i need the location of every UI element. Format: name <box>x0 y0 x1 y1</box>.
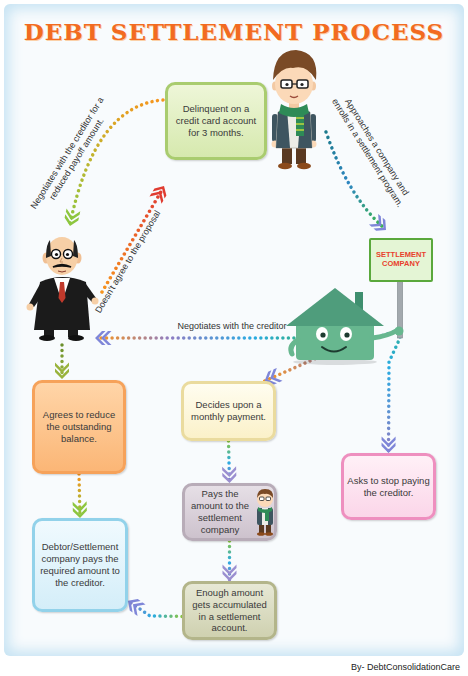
sign-board: SETTLEMENT COMPANY <box>369 238 433 282</box>
node-text: Enough amount gets accumulated in a sett… <box>188 587 271 635</box>
arrow-head <box>223 565 237 582</box>
process-box: Delinquent on a credit card account for … <box>165 82 267 160</box>
arrow-head <box>73 501 87 518</box>
process-box: Asks to stop paying the creditor. <box>341 453 436 520</box>
connector <box>222 441 236 483</box>
node-text: Agrees to reduce the outstanding balance… <box>38 409 120 445</box>
watermark: By- DebtConsolidationCare <box>351 662 460 673</box>
arrow-head <box>369 214 391 235</box>
connector <box>223 541 237 581</box>
arrow-head <box>63 208 80 227</box>
connector <box>73 474 87 518</box>
process-box: Enough amount gets accumulated in a sett… <box>182 581 277 640</box>
process-box: Agrees to reduce the outstanding balance… <box>32 380 126 474</box>
node-text: Debtor/Settlement company pays the requi… <box>38 541 122 589</box>
arrow-label: Negotiates with the creditor <box>152 321 312 332</box>
process-box: Decides upon a monthly payment. <box>181 381 276 441</box>
node-text: SETTLEMENT COMPANY <box>372 251 430 268</box>
dotted-line <box>102 190 162 292</box>
arrow-heads <box>55 182 391 379</box>
node-text: Asks to stop paying the creditor. <box>347 475 430 499</box>
process-box: Debtor/Settlement company pays the requi… <box>32 518 128 612</box>
settlement-company-house <box>286 280 404 365</box>
arrow-head <box>222 466 236 483</box>
diagram-title: DEBT SETTLEMENT PROCESS <box>0 18 468 45</box>
debtor-character <box>272 50 317 169</box>
node-text: Pays the amount to the settlement compan… <box>188 488 252 536</box>
node-text: Decides upon a monthly payment. <box>187 399 270 423</box>
node-text: Delinquent on a credit card account for … <box>171 103 261 139</box>
creditor-character <box>27 237 99 341</box>
dotted-line <box>265 282 400 381</box>
connector <box>124 595 182 616</box>
arrow-head <box>95 331 112 345</box>
arrow-head <box>382 436 396 453</box>
connector <box>262 282 400 387</box>
arrow-head <box>150 182 170 203</box>
arrow-head <box>55 363 69 380</box>
